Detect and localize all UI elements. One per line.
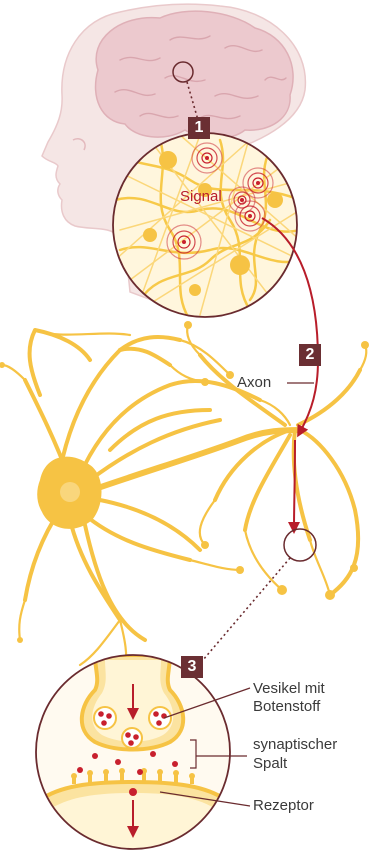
vesicle-label-line1: Vesikel mit (253, 680, 325, 698)
signal-label: Signal (180, 188, 222, 206)
step-3-badge: 3 (181, 656, 203, 678)
step-2-badge: 2 (299, 344, 321, 366)
terminal-arrow (294, 440, 295, 528)
cleft-label-line2: Spalt (253, 755, 287, 773)
synapse-connector-line (203, 558, 290, 660)
neuron (0, 321, 369, 670)
vesicle-label-line2: Botenstoff (253, 698, 320, 716)
cleft-label-line1: synaptischer (253, 736, 337, 754)
step-1-badge: 1 (188, 117, 210, 139)
nucleus (60, 482, 80, 502)
synapse-closeup (36, 655, 230, 852)
axon-label: Axon (237, 374, 271, 392)
receptor-label: Rezeptor (253, 797, 314, 815)
